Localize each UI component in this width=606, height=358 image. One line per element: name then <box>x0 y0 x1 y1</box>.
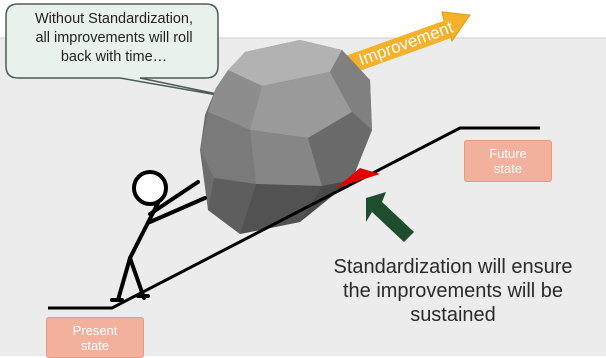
present-state-line-2: state <box>80 337 110 353</box>
pointer-arrow <box>366 192 414 242</box>
future-state-line-1: Future <box>489 146 527 161</box>
rock <box>200 40 372 234</box>
bubble-line-1: Without Standardization, <box>35 11 193 27</box>
future-state-line-2: state <box>493 161 523 176</box>
caption-line-2: the improvements will be <box>342 280 564 302</box>
caption-line-1: Standardization will ensure <box>333 256 573 278</box>
bubble-line-2: all improvements will roll <box>35 30 193 46</box>
caption-text: Standardization will ensure the improvem… <box>300 255 606 327</box>
slope-line <box>48 126 540 310</box>
speech-bubble-text: Without Standardization, all improvement… <box>14 10 214 67</box>
improvement-arrow <box>332 11 471 78</box>
future-state-box: Future state <box>464 140 552 182</box>
wedge <box>336 168 380 188</box>
stick-figure <box>110 170 207 302</box>
present-state-box: Present state <box>46 317 144 358</box>
caption-line-3: sustained <box>410 304 496 326</box>
speech-bubble <box>5 3 247 101</box>
present-state-line-1: Present <box>72 322 118 338</box>
bubble-line-3: back with time… <box>60 49 168 65</box>
